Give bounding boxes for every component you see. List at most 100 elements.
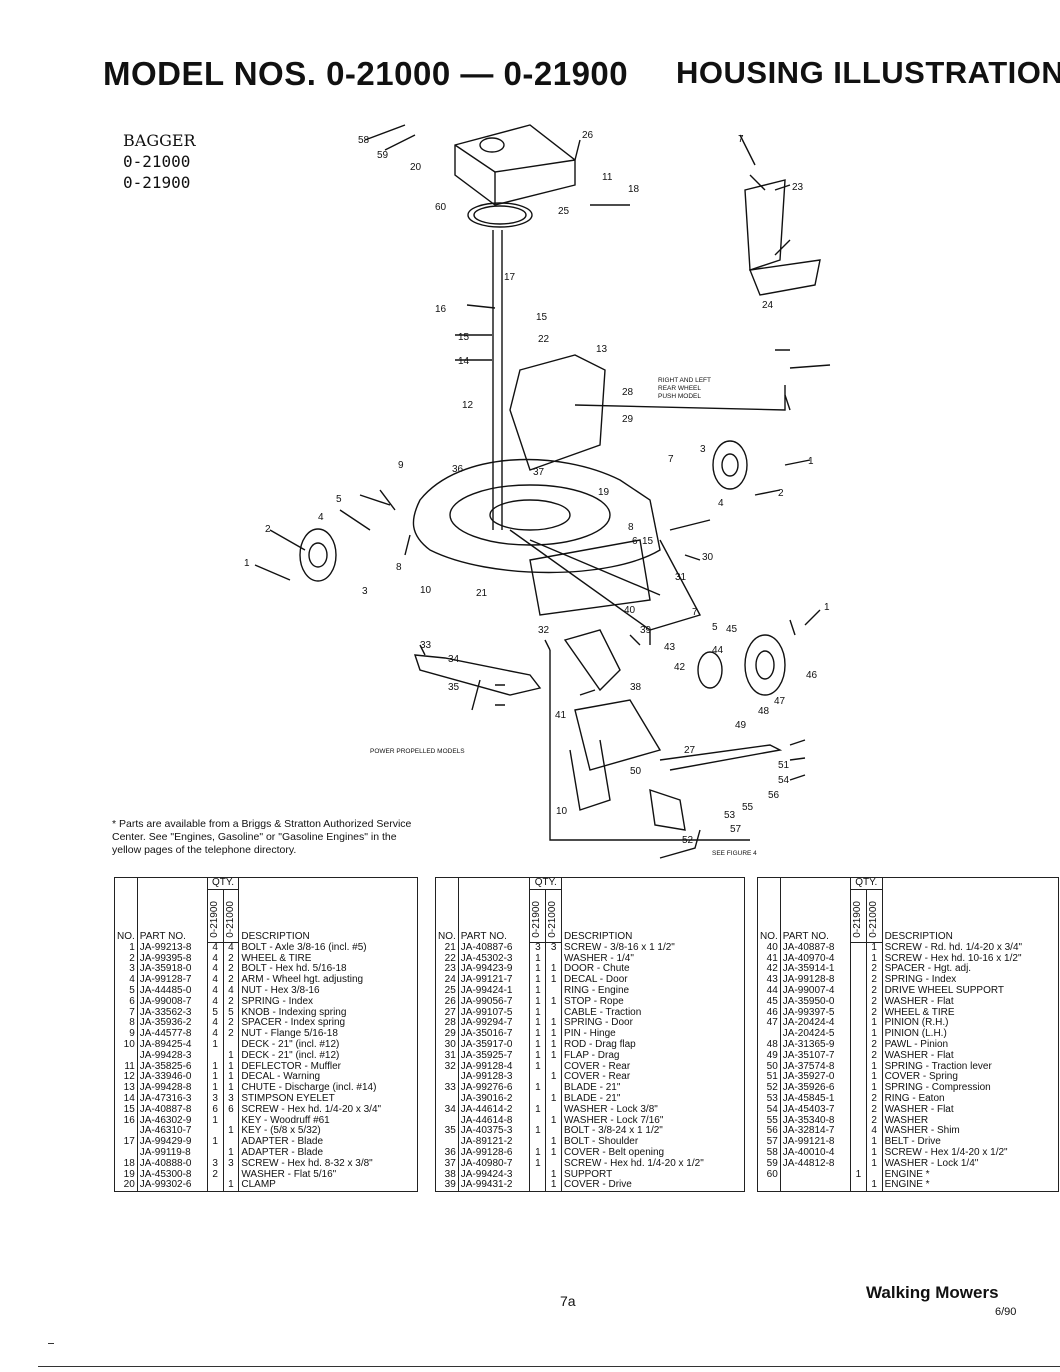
part-number: JA-33946-0: [137, 1072, 208, 1084]
qty-0-21000: 1: [866, 1072, 883, 1084]
description: DECK - 21" (incl. #12): [241, 1038, 340, 1050]
row-number: 60: [757, 1169, 781, 1181]
description: SCREW - Hex hd. 1/4-20 x 3/4": [241, 1103, 382, 1115]
qty-0-21900: 1: [207, 1136, 224, 1148]
row-number: 5: [114, 985, 138, 997]
part-number: JA-40887-8: [137, 1104, 208, 1116]
qty-0-21900: 1: [207, 1082, 224, 1094]
qty-0-21000: 1: [545, 1147, 563, 1159]
bagger-label: BAGGER: [123, 131, 196, 150]
row-number: 20: [114, 1179, 138, 1192]
description: SCREW - Hex hd. 8-32 x 3/8": [241, 1157, 373, 1169]
description: PINION (L.H.): [884, 1028, 947, 1040]
diagram-num: 15: [458, 332, 470, 343]
part-number: JA-39016-2: [458, 1093, 531, 1105]
description: PIN - Hinge: [564, 1028, 616, 1040]
diagram-num: 19: [598, 487, 610, 498]
diagram-num: 9: [398, 460, 404, 471]
part-number: JA-35016-7: [458, 1028, 531, 1040]
footer-title: Walking Mowers: [866, 1283, 999, 1302]
diagram-num: 34: [448, 654, 460, 665]
description: PAWL - Pinion: [884, 1038, 949, 1050]
diagram-num: 38: [630, 682, 642, 693]
qty-0-21900: [850, 1072, 867, 1084]
col-0-21900: 0-21900: [529, 888, 547, 943]
part-number: JA-35918-0: [137, 964, 208, 976]
part-number: JA-33562-3: [137, 1007, 208, 1019]
part-number: JA-99424-3: [458, 1169, 531, 1181]
row-number: 24: [435, 974, 459, 986]
description: BELT - Drive: [884, 1136, 941, 1148]
qty-0-21000: 1: [866, 1158, 883, 1170]
row-number: 59: [757, 1158, 781, 1170]
qty-0-21000: [545, 1104, 563, 1116]
diagram-num: 42: [674, 662, 686, 673]
row-number: 37: [435, 1158, 459, 1170]
description: COVER - Drive: [564, 1179, 632, 1191]
row-number: [114, 1126, 138, 1138]
footer-date: 6/90: [995, 1306, 1017, 1318]
part-number: [780, 1169, 851, 1181]
bottom-rule: [38, 1366, 1060, 1367]
description: WASHER - Flat: [884, 1049, 954, 1061]
row-number: 12: [114, 1072, 138, 1084]
parts-availability-note: * Parts are available from a Briggs & St…: [112, 818, 412, 856]
qty-0-21900: 4: [207, 1018, 224, 1030]
diagram-num: 7: [738, 134, 744, 145]
diagram-num: 18: [628, 184, 640, 195]
qty-0-21000: 1: [545, 1136, 563, 1148]
row-number: 17: [114, 1136, 138, 1148]
diagram-num: 59: [377, 150, 389, 161]
part-number: JA-99213-8: [137, 942, 208, 954]
qty-0-21900: [850, 1158, 867, 1170]
diagram-num: 24: [762, 300, 774, 311]
qty-0-21000: 2: [223, 1028, 240, 1040]
diagram-num: 10: [420, 585, 432, 596]
qty-0-21900: [850, 942, 867, 954]
part-number: JA-35340-8: [780, 1115, 851, 1127]
row-number: [435, 1137, 459, 1148]
diagram-num: 15: [642, 536, 654, 547]
qty-0-21900: [850, 1180, 867, 1192]
qty-0-21000: 1: [223, 1147, 240, 1159]
row-number: 31: [435, 1050, 459, 1062]
qty-0-21900: 3: [207, 1158, 224, 1170]
part-number: JA-45302-3: [458, 953, 531, 965]
part-number: JA-35825-6: [137, 1061, 208, 1073]
bagger-model-2: 0-21900: [123, 173, 191, 192]
part-number: JA-99128-3: [458, 1072, 531, 1084]
diagram-num: 57: [730, 824, 742, 835]
description: DECAL - Door: [564, 974, 628, 986]
part-number: JA-40888-0: [137, 1158, 208, 1170]
qty-0-21000: [223, 1137, 240, 1148]
row-number: 43: [757, 974, 781, 986]
qty-0-21000: 1: [866, 942, 883, 954]
description: WASHER: [884, 1114, 929, 1126]
qty-0-21000: 2: [866, 1007, 883, 1019]
qty-0-21000: [866, 1169, 883, 1181]
diagram-num: 53: [724, 810, 736, 821]
part-number: JA-31365-9: [780, 1039, 851, 1051]
col-description: DESCRIPTION: [238, 877, 418, 943]
parts-table-1: NO. PART NO. QTY. DESCRIPTION 0-21900 0-…: [114, 877, 418, 1193]
qty-0-21000: [545, 1083, 563, 1094]
diagram-num: 36: [452, 464, 464, 475]
description: DECAL - Warning: [241, 1071, 321, 1083]
part-number: JA-35936-2: [137, 1018, 208, 1030]
qty-0-21000: 1: [545, 1028, 563, 1040]
qty-0-21900: 4: [207, 942, 224, 954]
description: NUT - Hex 3/8-16: [241, 984, 320, 996]
part-number: JA-99424-1: [458, 985, 531, 997]
row-number: 34: [435, 1104, 459, 1116]
diagram-num: 41: [555, 710, 567, 721]
